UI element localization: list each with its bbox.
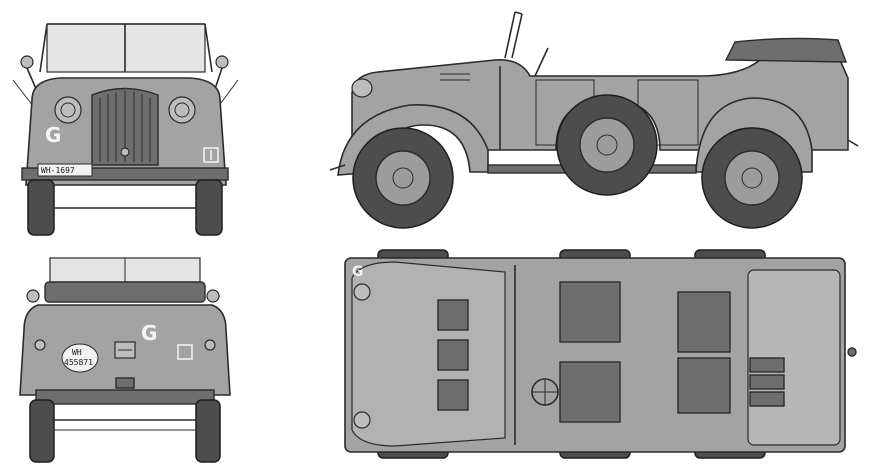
top-view-tow-hook	[847, 347, 857, 357]
front-view-tactical-sign	[203, 147, 219, 163]
rear-view-folded-top	[44, 281, 206, 303]
top-view-hood	[351, 261, 506, 447]
side-view-middle-wheel	[556, 94, 658, 196]
rear-view-right-wheel	[195, 399, 221, 463]
side-view-steering-column	[534, 47, 549, 77]
top-view-left-headlight	[353, 283, 371, 301]
rear-view: WH 455871 G	[19, 257, 231, 463]
top-view-rear-seat-right	[677, 357, 731, 414]
front-view-plate-text: WH-1697	[41, 166, 75, 175]
side-view-folded-top	[724, 37, 848, 63]
side-view-headlight	[351, 78, 373, 98]
side-view-rear-wheel	[701, 127, 803, 229]
top-view-jerrycans	[749, 357, 785, 407]
front-view-left-wheel	[27, 179, 55, 236]
front-view-license-plate	[37, 163, 93, 177]
rear-view-plate-prefix: WH	[72, 348, 82, 357]
front-view-grille	[91, 87, 159, 166]
rear-view-bumper	[35, 389, 215, 405]
rear-view-right-taillight	[204, 339, 216, 351]
front-view-right-wheel	[195, 179, 223, 236]
top-view-steering-wheel	[531, 378, 559, 406]
top-view-right-headlight	[353, 411, 371, 429]
top-view-front-seat-left	[559, 281, 621, 343]
top-view-rear-seat-left	[677, 291, 731, 353]
side-view-rear-hitch	[847, 139, 859, 147]
side-view-front-wheel	[352, 127, 454, 229]
rear-view-tow-hitch	[115, 377, 135, 389]
front-view-windscreen	[39, 23, 213, 73]
top-view-front-seat-right	[559, 361, 621, 423]
front-view-right-headlight	[168, 96, 196, 124]
rear-view-left-wheel	[29, 399, 55, 463]
rear-view-division-marking: G	[141, 321, 157, 345]
front-view-left-headlight	[54, 96, 82, 124]
rear-view-plate-number: 455871	[64, 358, 93, 367]
front-view: G WH-1697	[12, 23, 239, 236]
top-view: G	[344, 249, 857, 459]
rear-view-tactical-sign	[177, 344, 193, 360]
side-view-windscreen	[504, 11, 523, 59]
side-view	[329, 11, 859, 229]
side-view-hood-louvres	[440, 66, 501, 150]
top-view-hood-louvres	[437, 299, 469, 411]
rear-view-left-taillight	[34, 339, 46, 351]
top-view-division-marking: G	[352, 264, 364, 280]
rear-view-license-plate: WH 455871	[61, 343, 99, 373]
front-view-division-marking: G	[45, 123, 61, 147]
